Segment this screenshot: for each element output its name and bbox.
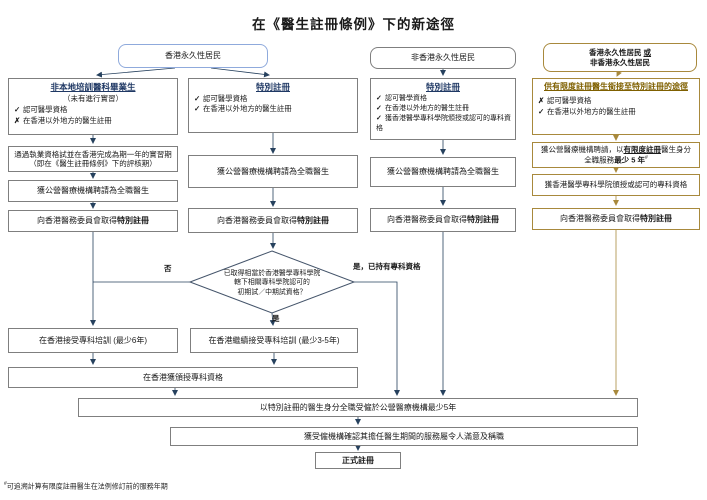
- step-public-employment-col1: 獲公營醫療機構聘請為全職醫生: [8, 180, 178, 202]
- step-academy-specialist-qualification: 獲香港醫學專科學院頒授或認可的專科資格: [532, 174, 700, 196]
- node-non-hk-permanent-resident: 非香港永久性居民: [370, 47, 516, 69]
- check-row: ✓在香港以外地方的醫生註冊: [194, 104, 292, 114]
- check-row: ✓獲香港醫學專科學院頒授或認可的專科資格: [376, 114, 511, 133]
- step-specialist-training-6yrs: 在香港接受專科培訓 (最少6年): [8, 328, 178, 353]
- step-obtain-special-registration-col4: 向香港醫務委員會取得特別註冊: [532, 208, 700, 230]
- check-icon: ✓: [14, 105, 21, 114]
- step-licensing-exam-internship: 通過執業資格試並在香港完成為期一年的實習期 （即在《醫生註冊條例》下的評核期）: [8, 146, 178, 172]
- decision-question: 已取得相當於香港醫學專科學院 轄下相關專科學院認可的 初期試／中期試資格？: [223, 270, 321, 296]
- step-public-employment-col3: 獲公營醫療機構聘請為全職醫生: [370, 157, 516, 187]
- label-yes: 是: [272, 314, 280, 323]
- step-continue-specialist-training: 在香港繼續接受專科培訓 (最少3-5年): [190, 328, 358, 353]
- label-no: 否: [164, 264, 172, 273]
- header-special-registration-col2: 特別註冊 ✓認可醫學資格 ✓在香港以外地方的醫生註冊: [188, 78, 358, 133]
- check-row: ✓認可醫學資格: [194, 93, 248, 103]
- header-special-registration-col3: 特別註冊 ✓認可醫學資格 ✓在香港以外地方的醫生註冊 ✓獲香港醫學專科學院頒授或…: [370, 78, 516, 140]
- check-icon: ✓: [194, 93, 201, 103]
- label-yes-specialist: 是，已持有專科資格: [353, 262, 421, 271]
- check-icon: ✓: [376, 114, 382, 122]
- check-row: ✓在香港以外地方的醫生註冊: [376, 104, 512, 114]
- node-hk-or-non-hk-resident: 香港永久性居民 或 非香港永久性居民: [543, 43, 697, 72]
- decision-diamond: [188, 250, 356, 314]
- check-row: ✓在香港以外地方的醫生註冊: [538, 106, 636, 116]
- check-row: ✗認可醫學資格: [538, 96, 592, 105]
- step-public-employment-col2: 獲公營醫療機構聘請為全職醫生: [188, 155, 358, 188]
- cross-icon: ✗: [14, 115, 21, 125]
- step-obtain-special-registration-col3: 向香港醫務委員會取得特別註冊: [370, 208, 516, 232]
- check-icon: ✓: [538, 106, 545, 116]
- check-icon: ✓: [376, 104, 382, 112]
- footnote: #可追溯計算有限度註冊醫生在法例修訂前的服務年期: [4, 481, 168, 491]
- check-icon: ✓: [376, 94, 382, 102]
- header-non-local-graduates: 非本地培訓醫科畢業生 （未有進行實習） ✓認可醫學資格 ✗在香港以外地方的醫生註…: [8, 78, 178, 135]
- page-title: 在《醫生註冊條例》下的新途徑: [252, 17, 455, 32]
- check-row: ✓認可醫學資格: [14, 105, 68, 114]
- step-obtain-special-registration-col1: 向香港醫務委員會取得特別註冊: [8, 210, 178, 232]
- header-limited-registration-pathway: 供有限度註冊醫生銜接至特別註冊的途徑 ✗認可醫學資格 ✓在香港以外地方的醫生註冊: [532, 78, 700, 135]
- step-obtain-special-registration-col2: 向香港醫務委員會取得特別註冊: [188, 208, 358, 233]
- step-employed-5yrs-special-registration: 以特別註冊的醫生身分全職受僱於公營醫療機構最少5年: [78, 398, 638, 417]
- check-icon: ✓: [194, 104, 201, 114]
- node-hk-permanent-resident: 香港永久性居民: [118, 44, 268, 68]
- step-awarded-specialist-qualification: 在香港獲頒授專科資格: [8, 367, 358, 388]
- step-limited-registration-service: 獲公營醫療機構聘請，以有限度註冊醫生身分 全職服務最少 5 年#: [532, 142, 700, 168]
- cross-icon: ✗: [538, 96, 545, 105]
- check-row: ✓認可醫學資格: [376, 94, 512, 104]
- step-full-registration: 正式註冊: [315, 452, 401, 469]
- step-employer-confirmation: 獲受僱機構確認其擔任醫生期間的服務屬令人滿意及稱職: [170, 427, 638, 446]
- check-row: ✗在香港以外地方的醫生註冊: [14, 115, 112, 125]
